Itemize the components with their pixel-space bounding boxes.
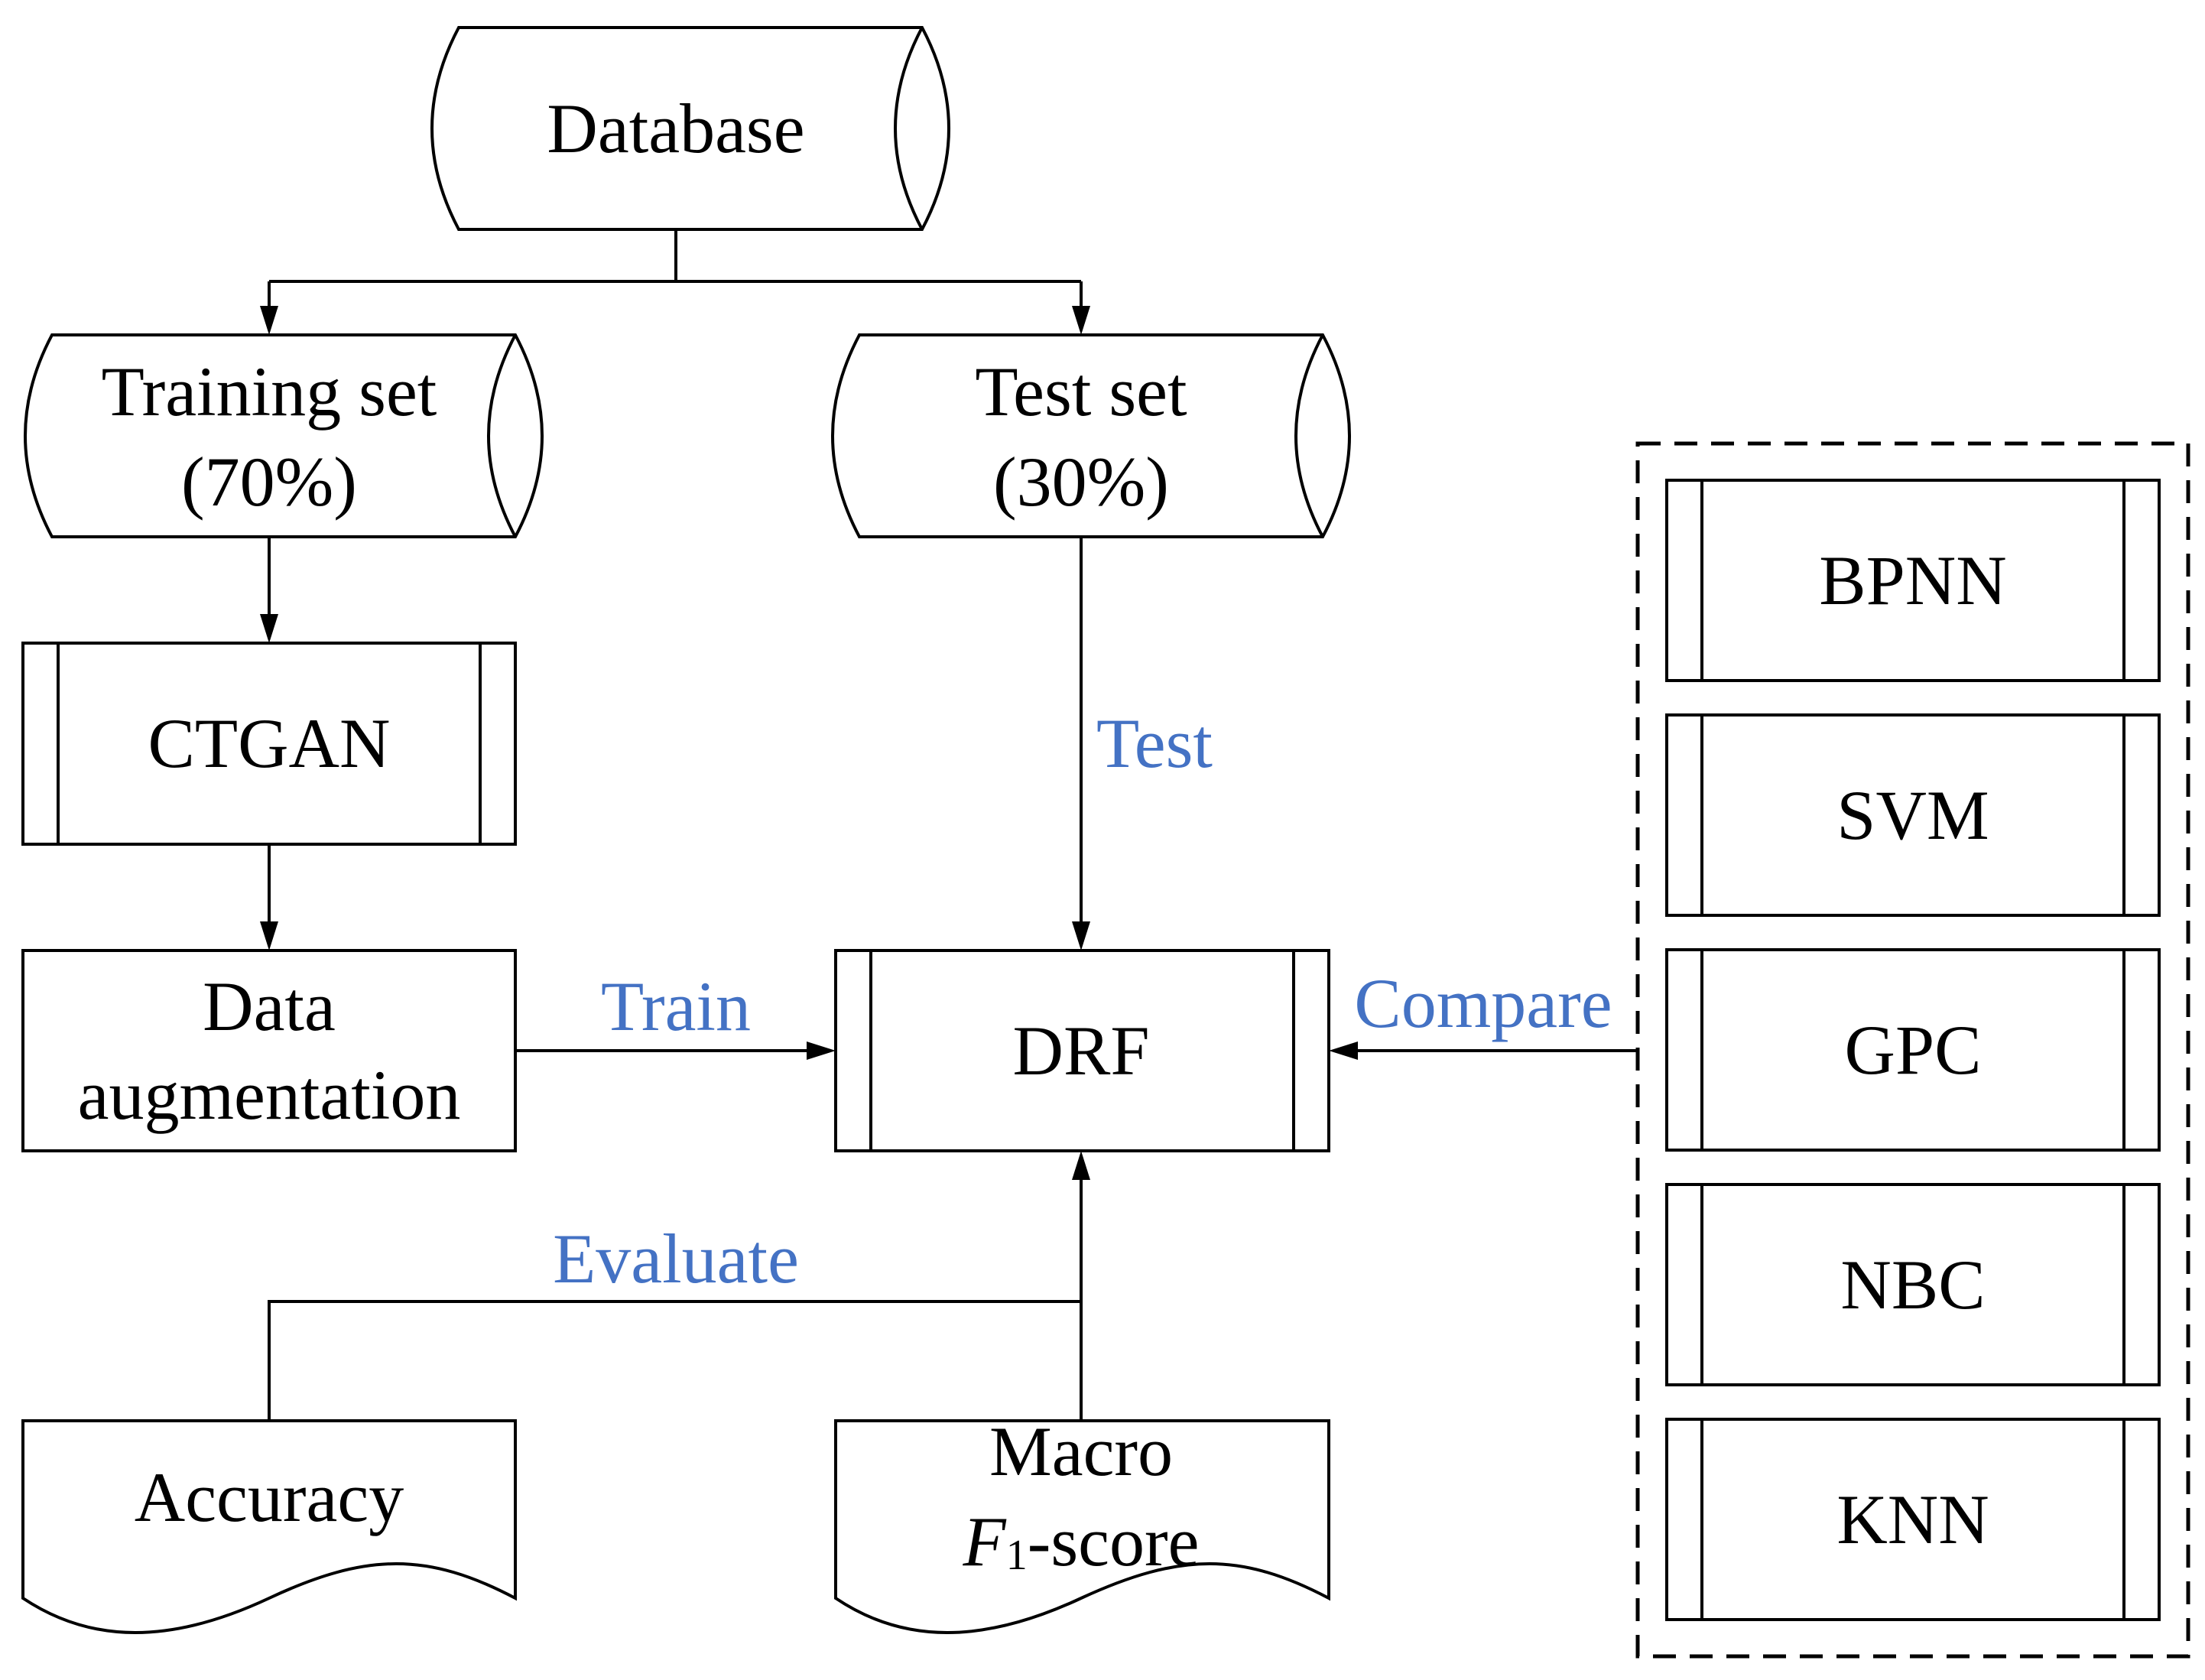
arrowhead-test — [1072, 921, 1090, 950]
edge-evaluate-accuracy — [268, 1300, 1081, 1421]
arrowhead-compare — [1329, 1041, 1358, 1060]
model-knn-label: KNN — [1836, 1480, 1989, 1558]
model-knn-box — [1665, 1418, 2161, 1621]
accuracy-node: Accuracy — [21, 1419, 517, 1634]
model-bpnn-node: BPNN — [1665, 479, 2161, 682]
model-nbc-box — [1665, 1183, 2161, 1386]
arrowhead-augmentation — [260, 921, 278, 950]
models-container: BPNN SVM GPC NBC KNN — [1665, 479, 2161, 1621]
ctgan-node: CTGAN — [21, 642, 517, 846]
arrowhead-evaluate — [1072, 1151, 1090, 1180]
comparison-models-boundary — [1635, 441, 2190, 1659]
accuracy-label: Accuracy — [135, 1458, 404, 1536]
data-augmentation-node: Data augmentation — [21, 949, 517, 1152]
edge-label-train: Train — [601, 967, 751, 1045]
data-augmentation-line1: Data — [203, 967, 336, 1045]
macro-f1-line1: Macro — [989, 1412, 1173, 1490]
edge-label-test: Test — [1096, 704, 1213, 782]
test-set-line2: (30%) — [993, 443, 1169, 521]
training-set-line2: (70%) — [181, 443, 357, 521]
edge-labels: Train Test Compare Evaluate — [553, 704, 1612, 1298]
macro-f1-node: Macro F1-score — [834, 1412, 1330, 1634]
comparison-models-group: BPNN SVM GPC NBC KNN — [1635, 441, 2190, 1659]
model-gpc-node: GPC — [1665, 948, 2161, 1152]
test-set-node: Test set (30%) — [831, 333, 1351, 538]
model-gpc-box — [1665, 948, 2161, 1152]
edge-label-evaluate: Evaluate — [553, 1220, 799, 1298]
ctgan-label: CTGAN — [148, 704, 391, 782]
data-augmentation-line2: augmentation — [78, 1056, 461, 1134]
macro-f1-rest: -score — [1028, 1503, 1200, 1581]
edge-label-compare: Compare — [1354, 964, 1612, 1042]
model-nbc-node: NBC — [1665, 1183, 2161, 1386]
model-bpnn-label: BPNN — [1819, 541, 2006, 619]
arrowhead-training-set — [260, 306, 278, 335]
macro-f1-italic-f: F — [963, 1503, 1007, 1581]
arrowhead-test-set — [1072, 306, 1090, 335]
model-svm-box — [1665, 713, 2161, 917]
model-gpc-label: GPC — [1845, 1011, 1982, 1089]
training-set-line1: Training set — [102, 353, 437, 431]
arrowhead-ctgan — [260, 614, 278, 643]
test-set-line1: Test set — [975, 353, 1187, 431]
database-node: Database — [430, 26, 950, 231]
model-svm-label: SVM — [1836, 776, 1989, 854]
model-bpnn-box — [1665, 479, 2161, 682]
arrowhead-train — [807, 1041, 836, 1060]
macro-f1-subscript: 1 — [1006, 1532, 1028, 1579]
model-knn-node: KNN — [1665, 1418, 2161, 1621]
model-nbc-label: NBC — [1840, 1246, 1985, 1324]
drf-label: DRF — [1013, 1012, 1150, 1090]
model-svm-node: SVM — [1665, 713, 2161, 917]
database-label: Database — [547, 89, 804, 167]
training-set-node: Training set (70%) — [24, 333, 544, 538]
connectors — [260, 229, 1638, 1421]
drf-node: DRF — [834, 949, 1330, 1152]
macro-f1-line2: F1-score — [963, 1503, 1200, 1581]
